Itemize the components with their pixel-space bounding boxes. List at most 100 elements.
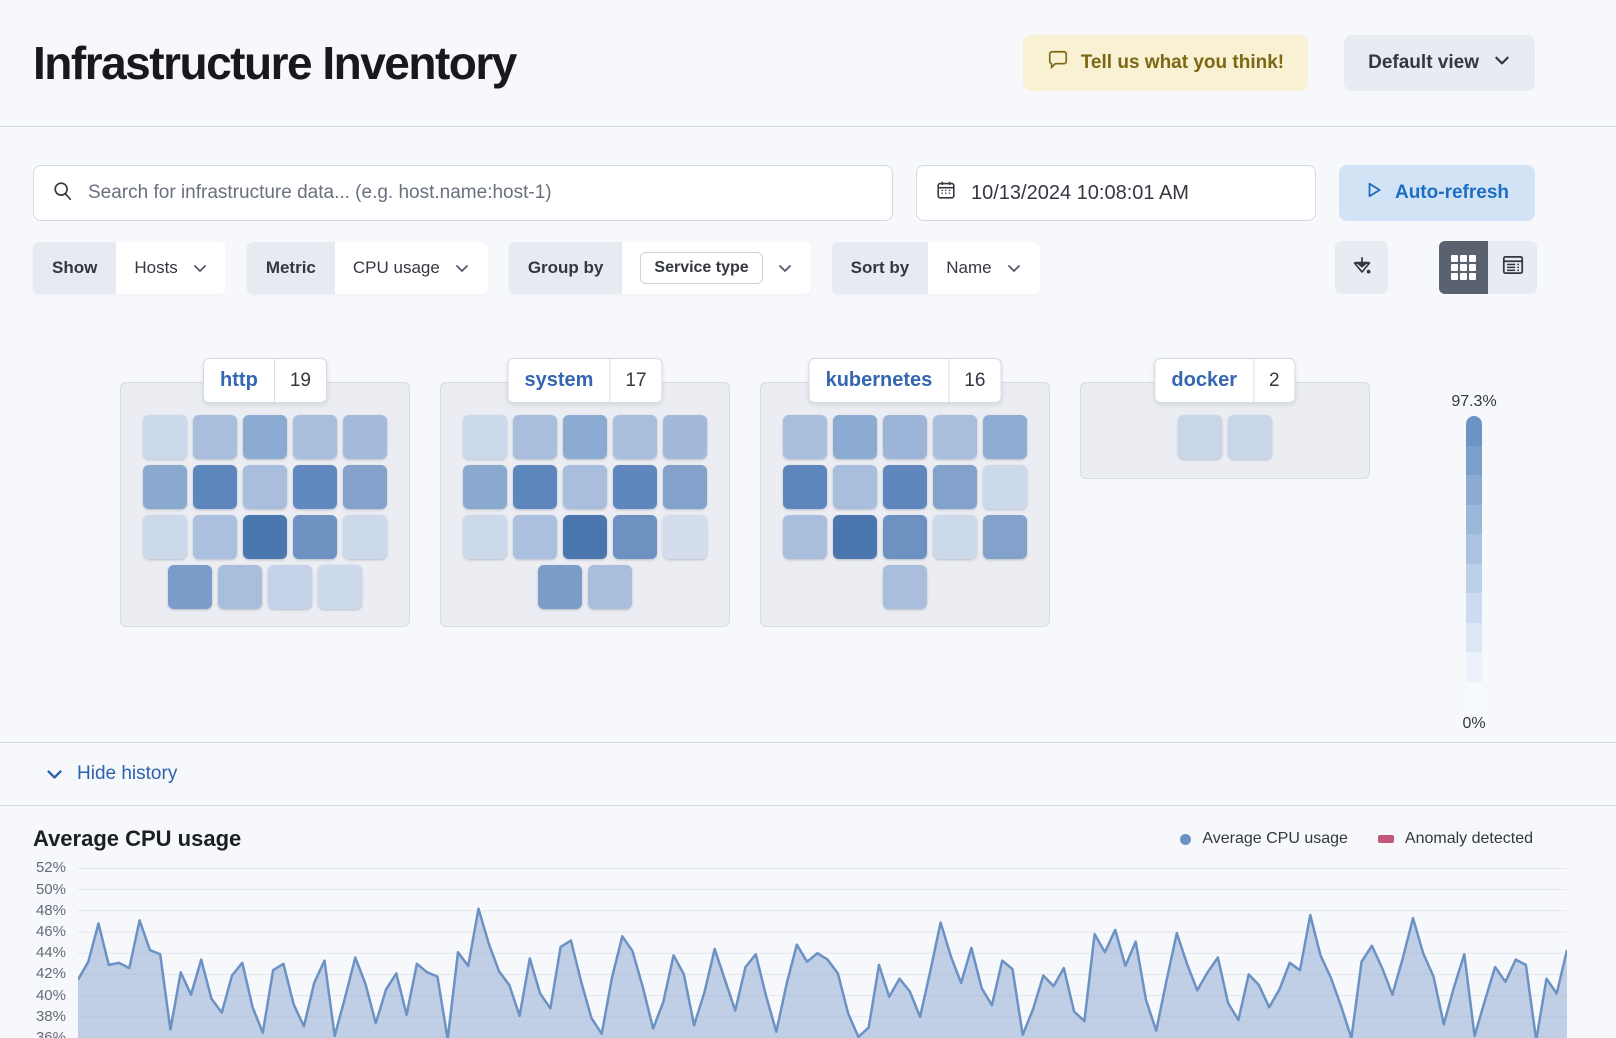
host-tile[interactable] (933, 415, 977, 459)
host-tile[interactable] (343, 515, 387, 559)
divider (1253, 359, 1255, 402)
host-tile[interactable] (613, 415, 657, 459)
host-tile[interactable] (218, 565, 262, 609)
host-tile[interactable] (883, 565, 927, 609)
host-tile[interactable] (983, 515, 1027, 559)
y-tick-label: 42% (35, 965, 66, 983)
auto-refresh-button[interactable]: Auto-refresh (1339, 165, 1535, 221)
color-palette-button[interactable] (1335, 241, 1388, 294)
host-tile[interactable] (983, 465, 1027, 509)
host-tile[interactable] (588, 565, 632, 609)
grid-view-button[interactable] (1439, 241, 1488, 294)
legend-item[interactable]: Anomaly detected (1377, 830, 1533, 848)
hide-history-toggle[interactable]: Hide history (45, 763, 177, 785)
host-tile[interactable] (883, 465, 927, 509)
host-tile[interactable] (243, 415, 287, 459)
host-tile[interactable] (513, 465, 557, 509)
host-tile[interactable] (463, 415, 507, 459)
host-tile[interactable] (563, 465, 607, 509)
host-tile[interactable] (143, 415, 187, 459)
table-view-button[interactable] (1488, 241, 1537, 294)
host-tile[interactable] (318, 565, 362, 609)
plot-canvas[interactable] (76, 861, 1569, 1038)
search-input[interactable] (88, 182, 874, 204)
color-scale-bar (1466, 416, 1482, 711)
group-name-link[interactable]: http (220, 369, 258, 391)
show-label: Show (33, 241, 117, 294)
host-tile[interactable] (1228, 415, 1272, 459)
host-tile[interactable] (143, 465, 187, 509)
search-box[interactable] (33, 165, 893, 221)
table-icon (1500, 252, 1526, 283)
host-tile[interactable] (833, 415, 877, 459)
feedback-button[interactable]: Tell us what you think! (1022, 35, 1309, 91)
host-tile[interactable] (663, 465, 707, 509)
host-tile[interactable] (463, 465, 507, 509)
host-tile[interactable] (243, 515, 287, 559)
date-picker[interactable]: 10/13/2024 10:08:01 AM (916, 165, 1316, 221)
chevron-down-icon (778, 264, 791, 272)
host-tile[interactable] (663, 515, 707, 559)
search-icon (52, 180, 74, 207)
host-tile[interactable] (193, 465, 237, 509)
host-tile[interactable] (268, 565, 312, 609)
host-tile[interactable] (293, 465, 337, 509)
host-tile[interactable] (663, 415, 707, 459)
host-tile[interactable] (193, 515, 237, 559)
host-tile[interactable] (933, 515, 977, 559)
host-tile[interactable] (563, 415, 607, 459)
tile-row (121, 415, 409, 459)
host-tile[interactable] (143, 515, 187, 559)
scale-step (1466, 593, 1482, 623)
host-tile[interactable] (538, 565, 582, 609)
host-tile[interactable] (1178, 415, 1222, 459)
host-tile[interactable] (463, 515, 507, 559)
host-tile[interactable] (293, 515, 337, 559)
host-tile[interactable] (563, 515, 607, 559)
host-tile[interactable] (293, 415, 337, 459)
host-tile[interactable] (833, 465, 877, 509)
host-tile[interactable] (783, 515, 827, 559)
metric-value-dropdown[interactable]: CPU usage (335, 242, 488, 294)
host-tile[interactable] (243, 465, 287, 509)
tile-row (121, 565, 409, 609)
filter-row: Show Hosts Metric CPU usage Group by Ser… (0, 221, 1616, 294)
view-selector-button[interactable]: Default view (1344, 35, 1535, 91)
host-tile[interactable] (983, 415, 1027, 459)
toolbar: 10/13/2024 10:08:01 AM Auto-refresh (0, 127, 1616, 221)
tile-row (441, 515, 729, 559)
legend-item[interactable]: Average CPU usage (1180, 830, 1348, 848)
y-tick-label: 36% (35, 1029, 66, 1038)
host-tile[interactable] (883, 515, 927, 559)
group-name-link[interactable]: docker (1171, 369, 1238, 391)
host-tile[interactable] (783, 465, 827, 509)
metric-label: Metric (246, 241, 335, 294)
tile-row (761, 565, 1049, 609)
host-tile[interactable] (613, 465, 657, 509)
group-name-link[interactable]: kubernetes (825, 369, 933, 391)
host-tile[interactable] (933, 465, 977, 509)
host-tile[interactable] (883, 415, 927, 459)
host-tile[interactable] (343, 465, 387, 509)
host-tile[interactable] (783, 415, 827, 459)
host-tile[interactable] (613, 515, 657, 559)
host-tile[interactable] (343, 415, 387, 459)
group-name-link[interactable]: system (524, 369, 594, 391)
scale-min-label: 0% (1462, 715, 1486, 732)
host-tile[interactable] (513, 415, 557, 459)
host-tile[interactable] (193, 415, 237, 459)
group-by-badge[interactable]: Service type (640, 251, 763, 284)
show-value-dropdown[interactable]: Hosts (116, 242, 225, 294)
chevron-down-icon (1007, 264, 1020, 272)
host-tile[interactable] (513, 515, 557, 559)
group-by-value-dropdown[interactable]: Service type (622, 242, 810, 294)
host-tile[interactable] (833, 515, 877, 559)
sort-by-value-dropdown[interactable]: Name (928, 242, 1039, 294)
host-tile[interactable] (168, 565, 212, 609)
